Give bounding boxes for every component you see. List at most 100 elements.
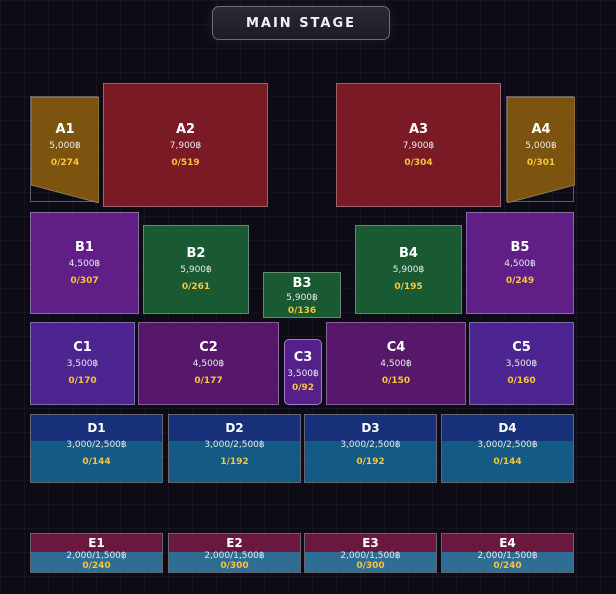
section-price: 3,000/2,500฿ (204, 440, 265, 450)
section-body: 2,000/1,500฿ 0/300 (169, 551, 300, 572)
section-availability: 0/160 (507, 376, 536, 386)
section-name: D2 (225, 421, 244, 435)
section-name: E1 (88, 536, 105, 550)
section-e2[interactable]: E2 2,000/1,500฿ 0/300 (168, 533, 301, 573)
section-availability: 0/249 (505, 275, 535, 286)
section-availability: 0/170 (68, 376, 97, 386)
section-availability: 1/192 (220, 457, 249, 467)
section-a4[interactable]: A4 5,000฿ 0/301 (506, 96, 575, 203)
section-header: E4 (442, 534, 573, 552)
section-e1[interactable]: E1 2,000/1,500฿ 0/240 (30, 533, 163, 573)
section-name: E3 (362, 536, 379, 550)
section-availability: 0/144 (493, 457, 522, 467)
section-c1[interactable]: C1 3,500฿ 0/170 (30, 322, 135, 405)
section-d1[interactable]: D1 3,000/2,500฿ 0/144 (30, 414, 163, 483)
section-price: 4,500฿ (504, 258, 536, 269)
section-price: 4,500฿ (380, 359, 412, 369)
section-body: 2,000/1,500฿ 0/240 (442, 551, 573, 572)
section-c5[interactable]: C5 3,500฿ 0/160 (469, 322, 574, 405)
section-body: 3,000/2,500฿ 1/192 (169, 440, 300, 482)
section-availability: 0/177 (194, 376, 223, 386)
section-header: D2 (169, 415, 300, 441)
section-availability: 0/192 (356, 457, 385, 467)
section-c3[interactable]: C3 3,500฿ 0/92 (284, 339, 322, 405)
section-name: B3 (292, 276, 312, 291)
section-b2[interactable]: B2 5,900฿ 0/261 (143, 225, 249, 314)
section-e4[interactable]: E4 2,000/1,500฿ 0/240 (441, 533, 574, 573)
section-price: 2,000/1,500฿ (204, 551, 265, 561)
section-name: A1 (55, 121, 75, 137)
section-a1-shape (31, 97, 99, 203)
section-availability: 0/304 (404, 157, 433, 168)
section-availability: 0/92 (291, 383, 315, 393)
section-header: E1 (31, 534, 162, 552)
section-name: C5 (512, 340, 531, 355)
section-d4[interactable]: D4 3,000/2,500฿ 0/144 (441, 414, 574, 483)
section-c2[interactable]: C2 4,500฿ 0/177 (138, 322, 279, 405)
section-name: B5 (510, 239, 530, 255)
section-name: B2 (186, 246, 206, 261)
section-a2[interactable]: A2 7,900฿ 0/519 (103, 83, 268, 207)
section-price: 3,500฿ (287, 369, 319, 379)
section-price: 7,900฿ (169, 140, 202, 151)
section-a1-labels: A1 5,000฿ 0/274 (31, 97, 99, 193)
section-availability: 0/307 (70, 275, 99, 286)
section-availability: 0/274 (50, 157, 80, 168)
section-availability: 0/195 (394, 282, 423, 292)
section-a4-shape (507, 97, 575, 203)
section-price: 5,900฿ (180, 265, 212, 275)
section-e3[interactable]: E3 2,000/1,500฿ 0/300 (304, 533, 437, 573)
section-price: 5,000฿ (525, 140, 557, 151)
section-price: 3,500฿ (505, 359, 538, 369)
section-availability: 0/240 (82, 561, 111, 571)
section-name: A4 (531, 121, 551, 137)
section-body: 2,000/1,500฿ 0/240 (31, 551, 162, 572)
section-name: C3 (293, 350, 313, 365)
section-b4[interactable]: B4 5,900฿ 0/195 (355, 225, 462, 314)
section-availability: 0/301 (526, 157, 556, 168)
section-header: E2 (169, 534, 300, 552)
section-name: D3 (361, 421, 380, 435)
section-availability: 0/144 (82, 457, 111, 467)
section-name: E2 (226, 536, 243, 550)
section-availability: 0/300 (356, 561, 385, 571)
section-price: 4,500฿ (68, 258, 101, 269)
section-price: 2,000/1,500฿ (477, 551, 538, 561)
section-header: D1 (31, 415, 162, 441)
section-name: A3 (408, 121, 429, 137)
section-body: 3,000/2,500฿ 0/144 (442, 440, 573, 482)
section-availability: 0/150 (381, 376, 411, 386)
section-body: 3,000/2,500฿ 0/144 (31, 440, 162, 482)
section-body: 2,000/1,500฿ 0/300 (305, 551, 436, 572)
section-name: B4 (399, 246, 418, 261)
section-name: C1 (73, 340, 92, 355)
section-body: 3,000/2,500฿ 0/192 (305, 440, 436, 482)
section-name: D4 (498, 421, 517, 435)
section-price: 4,500฿ (192, 359, 225, 369)
section-d2[interactable]: D2 3,000/2,500฿ 1/192 (168, 414, 301, 483)
section-name: E4 (499, 536, 516, 550)
section-name: A2 (175, 121, 196, 137)
section-availability: 0/519 (171, 157, 200, 168)
section-c4[interactable]: C4 4,500฿ 0/150 (326, 322, 466, 405)
section-header: E3 (305, 534, 436, 552)
section-a3[interactable]: A3 7,900฿ 0/304 (336, 83, 501, 207)
section-a4-labels: A4 5,000฿ 0/301 (507, 97, 575, 193)
section-availability: 0/300 (220, 561, 249, 571)
section-header: D3 (305, 415, 436, 441)
section-price: 3,000/2,500฿ (66, 440, 127, 450)
section-b3[interactable]: B3 5,900฿ 0/136 (263, 272, 341, 318)
section-name: C4 (386, 340, 406, 355)
section-price: 5,000฿ (49, 140, 81, 151)
section-b5[interactable]: B5 4,500฿ 0/249 (466, 212, 574, 314)
section-a1[interactable]: A1 5,000฿ 0/274 (30, 96, 99, 203)
section-price: 2,000/1,500฿ (340, 551, 401, 561)
section-price: 2,000/1,500฿ (66, 551, 127, 561)
section-name: B1 (75, 239, 94, 255)
section-price: 3,000/2,500฿ (340, 440, 401, 450)
section-price: 5,900฿ (286, 293, 318, 303)
section-availability: 0/261 (181, 282, 211, 292)
section-b1[interactable]: B1 4,500฿ 0/307 (30, 212, 139, 314)
section-d3[interactable]: D3 3,000/2,500฿ 0/192 (304, 414, 437, 483)
section-price: 3,000/2,500฿ (477, 440, 538, 450)
